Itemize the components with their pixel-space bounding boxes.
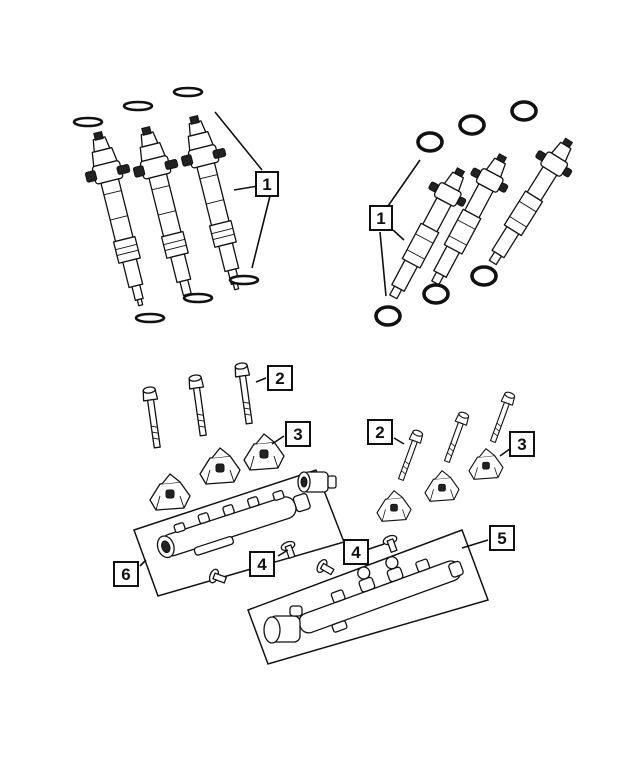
svg-text:6: 6: [121, 565, 130, 584]
o-ring: [172, 86, 204, 98]
leader-line: [277, 549, 289, 557]
fuel-rail: [298, 556, 464, 634]
leader-line: [255, 377, 267, 383]
bolt: [394, 428, 425, 483]
svg-text:1: 1: [376, 209, 385, 228]
leader-line: [271, 435, 285, 445]
o-ring: [458, 114, 486, 136]
svg-text:4: 4: [257, 555, 267, 574]
o-ring: [422, 283, 450, 305]
bolt: [233, 361, 257, 426]
injector-clamp: [376, 490, 412, 522]
leader-line: [214, 111, 263, 171]
leader-line: [387, 159, 421, 207]
leader-line: [251, 195, 271, 269]
svg-text:3: 3: [517, 435, 526, 454]
leader-line: [392, 229, 405, 241]
svg-text:2: 2: [275, 369, 284, 388]
bolts-left: [141, 361, 257, 450]
fuel-injector: [475, 129, 586, 274]
callout-4b: 4: [343, 539, 369, 565]
pressure-regulator: [263, 605, 303, 644]
callout-2a: 2: [267, 365, 293, 391]
o-ring: [510, 100, 538, 122]
o-ring: [72, 116, 104, 128]
fuel-rail-right-assembly: [247, 529, 489, 665]
injector-group-left: [72, 86, 260, 324]
svg-text:2: 2: [375, 423, 384, 442]
o-ring: [416, 131, 444, 153]
injector-clamp: [199, 447, 241, 485]
clamps-left: [149, 433, 285, 511]
leader-line: [139, 559, 147, 567]
leader-line: [393, 437, 405, 445]
injector-group-right: [374, 100, 586, 327]
screw: [207, 567, 229, 588]
screw: [314, 557, 337, 579]
fuel-rail: [156, 489, 311, 559]
clamps-right: [376, 448, 504, 522]
o-ring: [182, 292, 214, 304]
o-ring: [228, 274, 260, 286]
svg-text:5: 5: [497, 529, 506, 548]
fuel-rail-left-assembly: [133, 469, 345, 597]
callout-1b: 1: [369, 205, 393, 231]
leader-line: [461, 539, 489, 549]
injector-clamp: [149, 473, 191, 511]
o-ring: [470, 265, 498, 287]
callout-1a: 1: [255, 171, 279, 197]
injector-clamp: [468, 448, 504, 480]
pressure-sensor: [297, 471, 337, 493]
svg-text:4: 4: [351, 543, 361, 562]
screw: [381, 533, 402, 555]
o-ring: [134, 312, 166, 324]
bolt: [141, 385, 165, 450]
callout-3a: 3: [285, 421, 311, 447]
callout-6: 6: [113, 561, 139, 587]
callout-5: 5: [489, 525, 515, 551]
svg-text:3: 3: [293, 425, 302, 444]
bolt: [187, 373, 211, 438]
callout-2b: 2: [367, 419, 393, 445]
bolt: [440, 410, 471, 465]
o-ring: [374, 305, 402, 327]
leader-line: [379, 231, 387, 297]
injector-clamp: [424, 470, 460, 502]
callout-4a: 4: [249, 551, 275, 577]
leader-line: [233, 185, 259, 191]
callout-3b: 3: [509, 431, 535, 457]
o-ring: [122, 100, 154, 112]
svg-text:1: 1: [262, 175, 271, 194]
